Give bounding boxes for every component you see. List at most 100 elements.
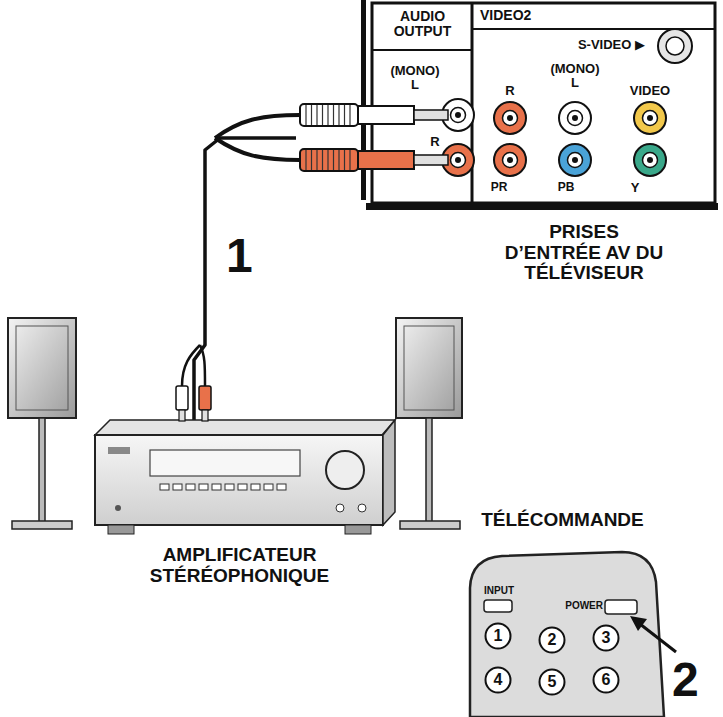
button-number: 1 — [484, 627, 512, 644]
rca-jack — [634, 102, 666, 134]
rca-plug — [176, 386, 188, 410]
speaker — [8, 318, 76, 418]
plug-grip — [311, 150, 312, 170]
jack-label: POWER — [558, 601, 603, 612]
rca-jack — [568, 111, 583, 126]
rca-jack — [494, 102, 526, 134]
rca-jack — [634, 144, 666, 176]
callout-number: 2 — [672, 656, 699, 704]
node-heading: AUDIO OUTPUT — [380, 9, 465, 39]
callout-number: 1 — [226, 232, 253, 280]
rca-plug — [300, 149, 358, 171]
rca-plug — [300, 104, 358, 126]
volume-knob — [326, 451, 364, 489]
node-heading: TÉLÉCOMMANDE — [465, 510, 660, 531]
plug-shaft — [202, 410, 208, 421]
jack-label: (MONO) L — [385, 64, 445, 92]
jack-label: S-VIDEO ▶ — [515, 38, 645, 52]
amplifier-button — [336, 504, 344, 512]
speaker-stand — [39, 418, 45, 522]
speaker — [396, 318, 462, 418]
panel-divider — [471, 3, 474, 203]
jack-label: PR — [483, 181, 515, 194]
panel-divider — [372, 49, 472, 51]
amplifier-logo — [108, 447, 130, 454]
audio-output-cell: AUDIO OUTPUT (MONO) L R — [372, 3, 472, 203]
amplifier-top — [95, 420, 395, 435]
node-heading: AMPLIFICATEUR STÉRÉOPHONIQUE — [132, 545, 347, 586]
plug-grip — [322, 105, 323, 125]
jack-label: Y — [624, 181, 646, 195]
number-button: 5 — [538, 668, 566, 696]
speaker-stand — [426, 418, 432, 522]
rca-plug — [199, 386, 211, 410]
plug-grip — [333, 150, 334, 170]
node-heading: VIDEO2 — [480, 8, 560, 23]
amplifier-button — [358, 504, 366, 512]
number-button: 4 — [484, 666, 512, 694]
jack-label: R — [498, 84, 522, 98]
plug-grip — [311, 105, 312, 125]
number-button: 3 — [592, 624, 620, 652]
plug-grip — [338, 150, 339, 170]
remote-body — [470, 552, 664, 717]
amplifier-button — [173, 484, 182, 490]
rca-plug — [358, 106, 414, 124]
amplifier-button — [251, 484, 260, 490]
amplifier-button — [160, 484, 169, 490]
rca-jack — [643, 111, 658, 126]
audio-cable — [194, 138, 372, 420]
speaker-base — [12, 521, 72, 529]
amplifier-foot — [108, 525, 134, 534]
leader-line — [640, 624, 676, 652]
jack-group — [442, 99, 666, 176]
button-number: 5 — [538, 673, 566, 690]
plug-group — [176, 104, 448, 421]
remote-node: TÉLÉCOMMANDEINPUTPOWER123456 — [465, 508, 665, 717]
amplifier-light — [115, 505, 121, 511]
rca-jack — [647, 115, 653, 121]
amplifier-button — [186, 484, 195, 490]
plug-grip — [349, 150, 350, 170]
speaker — [16, 326, 68, 410]
s-video-jack — [666, 37, 684, 55]
node-heading: PRISES D’ENTRÉE AV DU TÉLÉVISEUR — [500, 222, 668, 284]
rca-jack — [559, 102, 591, 134]
cable-wire — [200, 345, 205, 386]
s-video-jack — [658, 29, 692, 63]
jack-label: R — [427, 135, 443, 149]
plug-grip — [322, 150, 323, 170]
rca-jack — [559, 144, 591, 176]
speaker-base — [400, 521, 460, 529]
amplifier-node: AMPLIFICATEUR STÉRÉOPHONIQUE — [95, 420, 400, 610]
amplifier-button — [225, 484, 234, 490]
amplifier-button — [277, 484, 286, 490]
jack-label: VIDEO — [620, 84, 680, 98]
video2-cell: VIDEO2S-VIDEO ▶R(MONO) LVIDEOPRPBY — [472, 3, 715, 203]
rca-jack — [647, 157, 653, 163]
rca-jack — [455, 157, 461, 163]
amplifier-button — [238, 484, 247, 490]
plug-grip — [344, 105, 345, 125]
plug-shaft — [414, 110, 448, 120]
button-number: 2 — [538, 631, 566, 648]
rca-jack — [643, 153, 658, 168]
rca-jack — [507, 115, 513, 121]
plug-grip — [316, 150, 317, 170]
number-button: 1 — [484, 622, 512, 650]
jack-label: INPUT — [477, 586, 521, 597]
rca-jack — [451, 108, 466, 123]
input-button — [484, 600, 512, 612]
plug-grip — [327, 105, 328, 125]
rca-jack — [507, 157, 513, 163]
cable-wire — [215, 138, 300, 160]
number-button: 2 — [538, 626, 566, 654]
amplifier-button — [264, 484, 273, 490]
cable-wire — [215, 115, 300, 138]
leader-arrowhead — [630, 616, 647, 631]
rca-jack — [494, 144, 526, 176]
cable-wire — [182, 345, 200, 386]
